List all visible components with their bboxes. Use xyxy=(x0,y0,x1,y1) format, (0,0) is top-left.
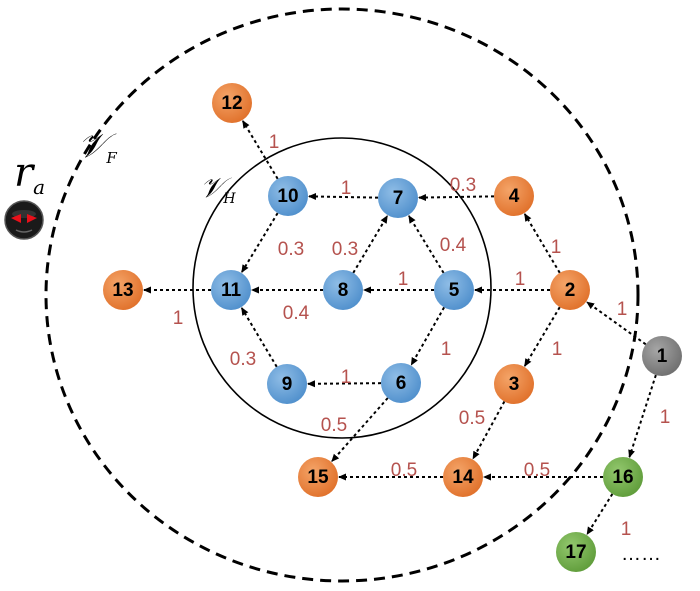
node-6: 6 xyxy=(381,363,421,403)
edge-weight-3-14: 0.5 xyxy=(459,408,485,429)
node-circle-15 xyxy=(298,457,338,497)
node-label-5: 5 xyxy=(449,280,460,301)
node-circle-3 xyxy=(494,364,534,404)
edge-3-14 xyxy=(472,401,506,460)
edge-weight-5-8: 1 xyxy=(398,269,409,290)
node-label-14: 14 xyxy=(452,467,474,488)
edge-10-11 xyxy=(241,212,279,273)
node-circle-13 xyxy=(103,270,143,310)
node-label-3: 3 xyxy=(509,374,520,395)
edge-weight-14-15: 0.5 xyxy=(391,460,417,481)
edge-1-2 xyxy=(586,301,647,346)
outer-set-boundary xyxy=(44,7,640,583)
node-10: 10 xyxy=(268,176,308,216)
node-label-10: 10 xyxy=(277,186,298,207)
edge-6-15 xyxy=(331,397,389,463)
attacker-label: ra xyxy=(14,150,45,199)
node-circle-2 xyxy=(550,270,590,310)
node-16: 16 xyxy=(603,457,643,497)
node-circle-1 xyxy=(642,336,682,376)
edge-weight-2-3: 1 xyxy=(552,339,563,360)
outer-set-label: 𝒱F xyxy=(78,126,117,167)
edge-1-16 xyxy=(628,374,657,458)
node-5: 5 xyxy=(434,270,474,310)
node-circle-10 xyxy=(268,176,308,216)
node-3: 3 xyxy=(494,364,534,404)
edge-4-7 xyxy=(417,194,495,202)
edge-weight-8-7: 0.3 xyxy=(332,239,358,260)
node-label-4: 4 xyxy=(509,186,520,207)
node-label-13: 13 xyxy=(112,280,133,301)
node-circle-16 xyxy=(603,457,643,497)
edge-weight-6-15: 0.5 xyxy=(321,415,347,436)
node-circle-8 xyxy=(323,270,363,310)
node-15: 15 xyxy=(298,457,338,497)
node-label-2: 2 xyxy=(565,280,576,301)
edge-16-17 xyxy=(586,493,614,536)
node-1: 1 xyxy=(642,336,682,376)
edge-weight-9-11: 0.3 xyxy=(230,349,256,370)
node-circle-12 xyxy=(212,83,252,123)
node-label-1: 1 xyxy=(657,346,668,367)
node-circle-11 xyxy=(211,270,251,310)
edge-weight-8-11: 0.4 xyxy=(283,303,310,324)
node-8: 8 xyxy=(323,270,363,310)
node-2: 2 xyxy=(550,270,590,310)
node-label-6: 6 xyxy=(396,373,407,394)
inner-set-label-sub: H xyxy=(222,191,236,207)
node-circle-4 xyxy=(494,176,534,216)
attacker-label-main: r xyxy=(14,150,36,196)
node-label-15: 15 xyxy=(307,467,329,488)
edge-weight-5-6: 1 xyxy=(441,339,452,360)
node-label-16: 16 xyxy=(612,467,633,488)
node-circle-7 xyxy=(378,178,418,218)
node-circle-17 xyxy=(556,532,596,572)
node-circle-6 xyxy=(381,363,421,403)
edge-weight-10-11: 0.3 xyxy=(278,239,304,260)
node-9: 9 xyxy=(267,364,307,404)
node-circle-9 xyxy=(267,364,307,404)
edge-weight-11-13: 1 xyxy=(173,308,184,329)
edge-8-7 xyxy=(352,215,389,274)
node-12: 12 xyxy=(212,83,252,123)
node-17: 17 xyxy=(556,532,596,572)
node-circle-14 xyxy=(443,457,483,497)
inner-set-boundary xyxy=(192,137,492,439)
node-13: 13 xyxy=(103,270,143,310)
outer-set-label-sub: F xyxy=(105,149,117,167)
edge-weight-1-16: 1 xyxy=(660,407,671,428)
node-4: 4 xyxy=(494,176,534,216)
edge-weight-7-10: 1 xyxy=(341,178,352,199)
node-label-12: 12 xyxy=(221,93,242,114)
edge-weight-16-14: 0.5 xyxy=(524,460,550,481)
attacker-avatar-icon xyxy=(4,200,44,240)
continuation-ellipsis: …… xyxy=(621,543,661,565)
node-label-9: 9 xyxy=(282,374,293,395)
edge-6-9 xyxy=(306,380,382,388)
edge-weight-5-7: 0.4 xyxy=(440,235,467,256)
node-label-8: 8 xyxy=(338,280,349,301)
edge-weight-1-2: 1 xyxy=(617,299,628,320)
edge-5-6 xyxy=(410,306,445,366)
edge-10-12 xyxy=(241,120,279,180)
edge-weight-16-17: 1 xyxy=(621,519,632,540)
node-label-17: 17 xyxy=(565,542,586,563)
node-11: 11 xyxy=(211,270,251,310)
attacker-label-sub: a xyxy=(33,175,45,199)
edge-weight-6-9: 1 xyxy=(341,367,352,388)
edge-5-7 xyxy=(408,215,445,274)
node-label-7: 7 xyxy=(393,188,404,209)
edge-weight-2-5: 1 xyxy=(515,269,526,290)
node-label-11: 11 xyxy=(221,280,242,301)
node-circle-5 xyxy=(434,270,474,310)
edge-weight-10-12: 1 xyxy=(269,132,280,153)
edge-weight-4-7: 0.3 xyxy=(450,175,476,196)
node-14: 14 xyxy=(443,457,483,497)
node-7: 7 xyxy=(378,178,418,218)
edge-weight-2-4: 1 xyxy=(551,237,562,258)
